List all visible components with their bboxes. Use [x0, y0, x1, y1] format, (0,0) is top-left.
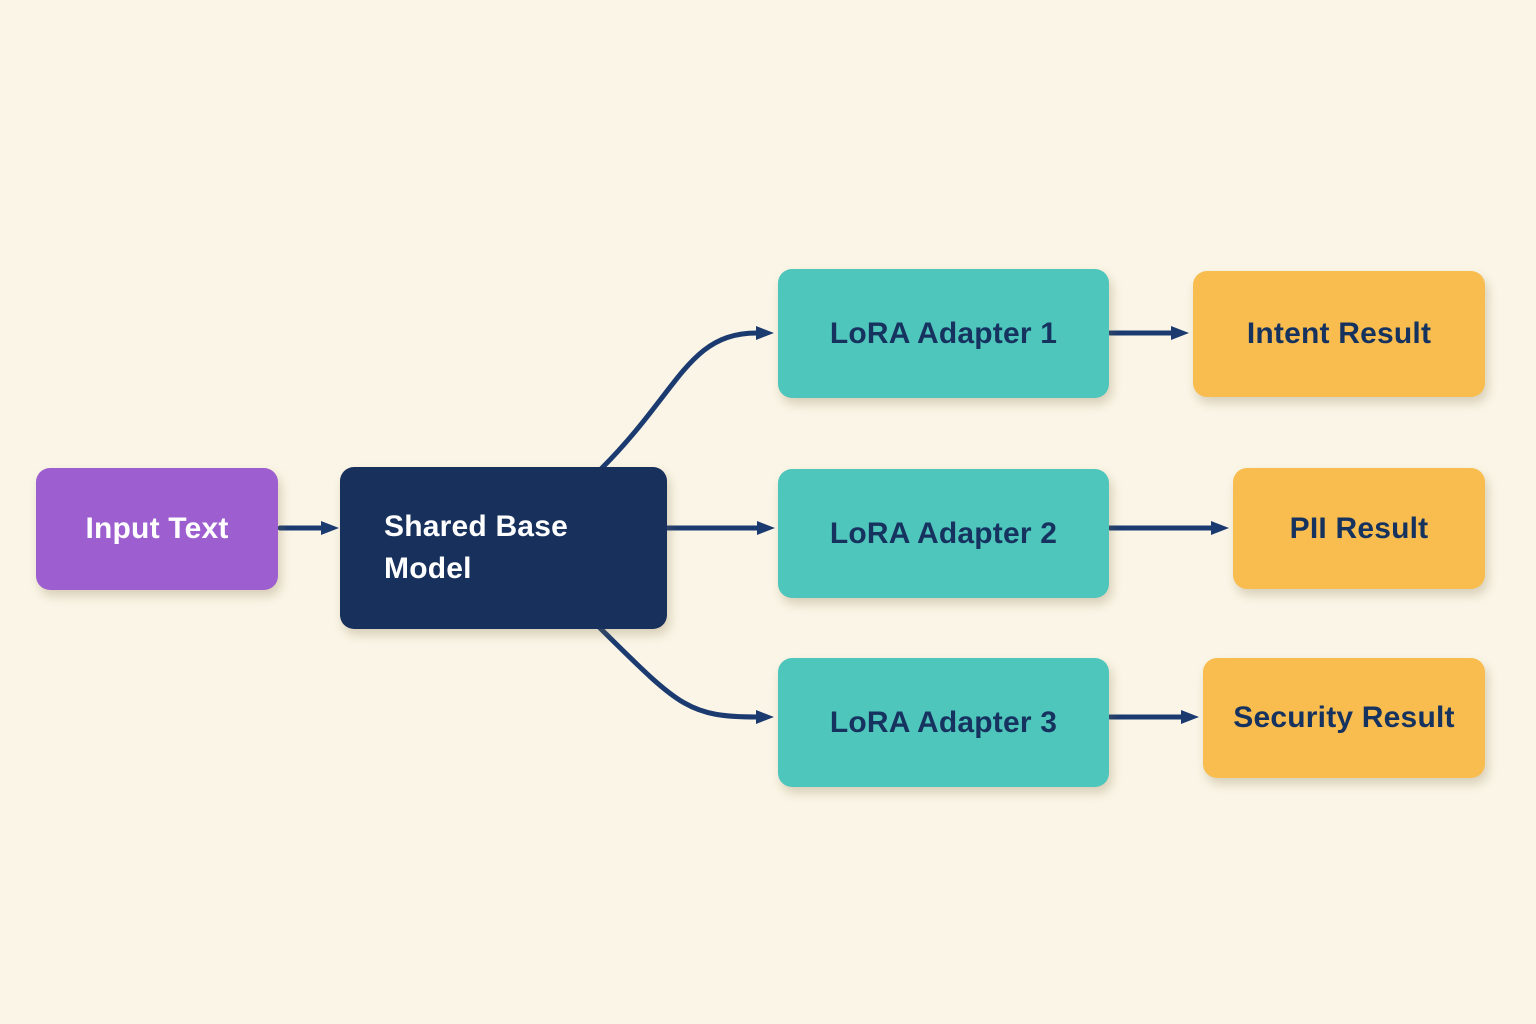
- node-intent-result: Intent Result: [1193, 271, 1485, 397]
- node-input-text: Input Text: [36, 468, 278, 590]
- node-shared-base-model-label: Shared Base Model: [384, 510, 568, 585]
- node-pii-result: PII Result: [1233, 468, 1485, 589]
- edge-base-to-adapter1-arrow: [598, 326, 774, 472]
- node-lora-adapter-1-label: LoRA Adapter 1: [829, 316, 1058, 350]
- node-lora-adapter-2-label: LoRA Adapter 2: [829, 516, 1058, 550]
- node-lora-adapter-3: LoRA Adapter 3: [778, 658, 1109, 787]
- node-pii-result-label: PII Result: [1289, 511, 1429, 545]
- node-lora-adapter-3-label: LoRA Adapter 3: [829, 705, 1058, 739]
- node-intent-result-label: Intent Result: [1246, 317, 1432, 350]
- node-lora-adapter-2: LoRA Adapter 2: [778, 469, 1109, 598]
- node-lora-adapter-1: LoRA Adapter 1: [778, 269, 1109, 398]
- node-security-result-label: Security Result: [1233, 701, 1455, 734]
- node-shared-base-model: Shared Base Model: [340, 467, 667, 629]
- node-security-result: Security Result: [1203, 658, 1485, 778]
- edge-base-to-adapter3-arrow: [597, 625, 774, 724]
- node-input-text-label: Input Text: [85, 512, 229, 545]
